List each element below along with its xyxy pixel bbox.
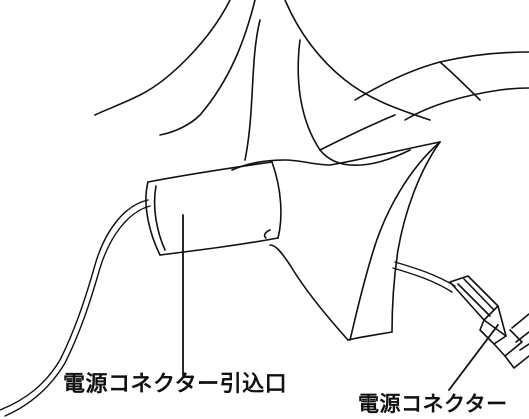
cable-left bbox=[0, 199, 151, 417]
label-power-connector: 電源コネクター bbox=[358, 392, 508, 416]
leader-line-connector bbox=[448, 324, 499, 391]
cable-inlet-sleeve bbox=[145, 161, 282, 256]
connector-plug bbox=[449, 275, 529, 369]
cable-right bbox=[392, 261, 456, 293]
draped-cloth-outline bbox=[94, 0, 529, 167]
pad-body-outline bbox=[231, 141, 441, 341]
label-connector-inlet: 電源コネクター引込口 bbox=[63, 372, 288, 397]
